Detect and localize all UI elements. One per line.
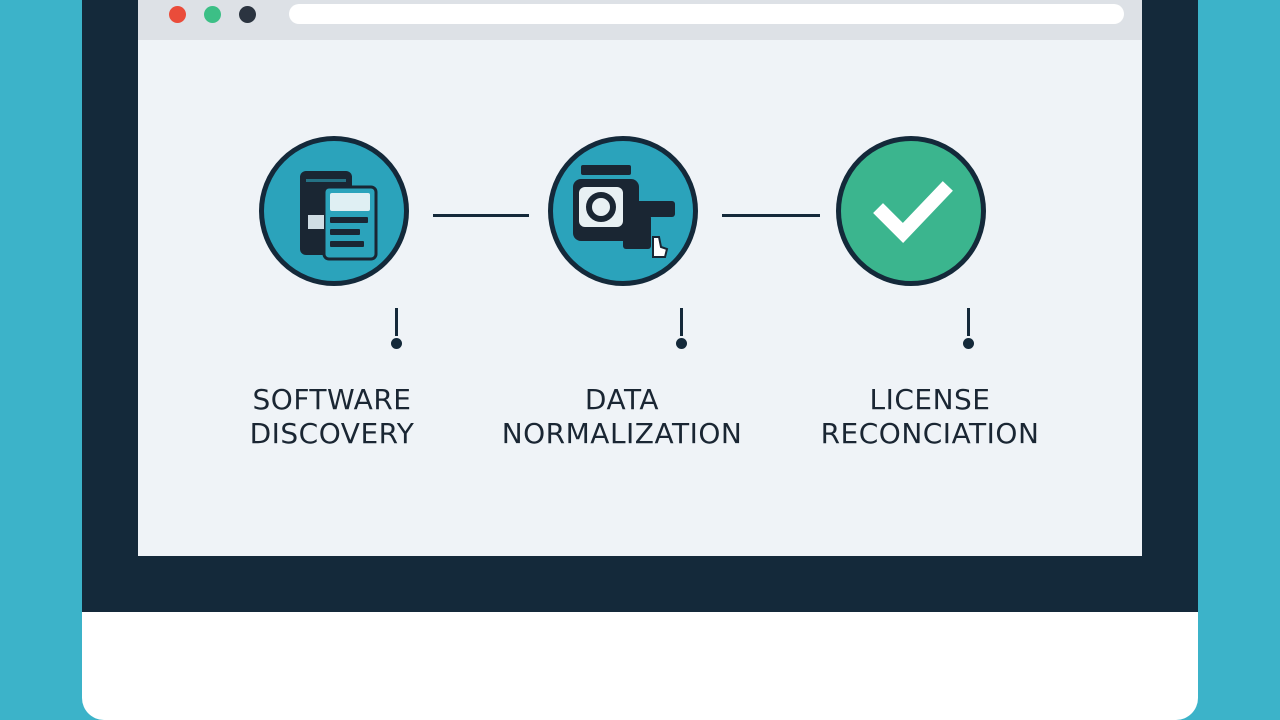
license-reconciliation-step-icon (836, 136, 986, 286)
label-line-2: NORMALIZATION (501, 417, 743, 450)
connector-line (722, 214, 820, 217)
scanner-icon (573, 165, 675, 258)
browser-title-bar (138, 0, 1142, 40)
connector-line (433, 214, 529, 217)
software-discovery-step-icon (259, 136, 409, 286)
browser-window: SOFTWARE DISCOVERY DATA NORMALIZATION (138, 0, 1142, 556)
software-discovery-label: SOFTWARE DISCOVERY (172, 383, 492, 451)
pin-dot (676, 338, 687, 349)
data-normalization-label: DATA NORMALIZATION (462, 383, 782, 451)
pin-dot (963, 338, 974, 349)
pin-line (967, 308, 970, 336)
minimize-window-button[interactable] (204, 6, 221, 23)
checkmark-icon (873, 181, 953, 244)
close-window-button[interactable] (169, 6, 186, 23)
monitor: SOFTWARE DISCOVERY DATA NORMALIZATION (82, 0, 1198, 720)
address-bar[interactable] (289, 4, 1124, 24)
file-cabinet-icon (300, 171, 378, 261)
label-line-1: LICENSE (869, 383, 991, 416)
monitor-chin (82, 612, 1198, 720)
pin-line (680, 308, 683, 336)
label-line-2: RECONCIATION (820, 417, 1040, 450)
label-line-2: DISCOVERY (249, 417, 415, 450)
license-reconciliation-label: LICENSE RECONCIATION (770, 383, 1090, 451)
label-line-1: DATA (584, 383, 660, 416)
data-normalization-step-icon (548, 136, 698, 286)
label-line-1: SOFTWARE (252, 383, 412, 416)
pin-dot (391, 338, 402, 349)
pin-line (395, 308, 398, 336)
maximize-window-button[interactable] (239, 6, 256, 23)
